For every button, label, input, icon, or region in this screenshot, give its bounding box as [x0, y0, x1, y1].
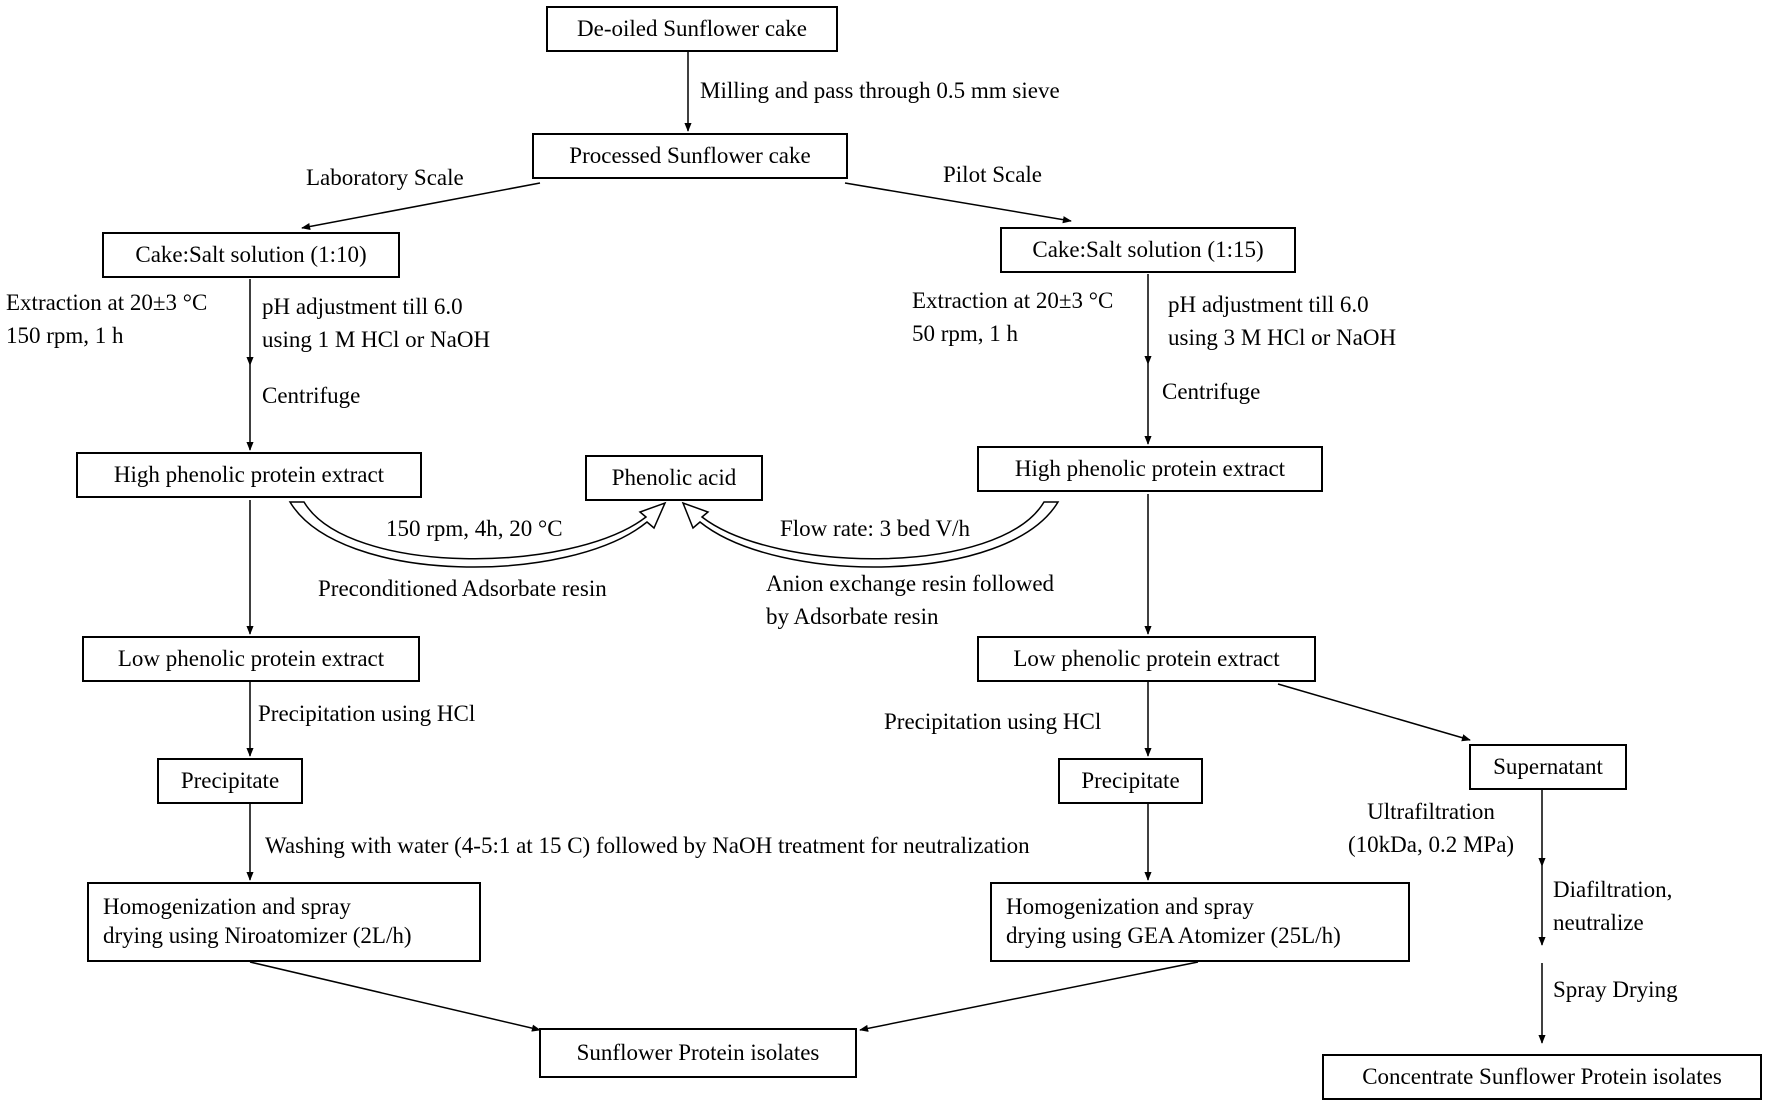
box-pilot-homogenization: Homogenization and spray drying using GE… — [990, 882, 1410, 962]
box-pilot-high-phenolic: High phenolic protein extract — [977, 446, 1323, 492]
label-lab-resin: Preconditioned Adsorbate resin — [318, 576, 607, 601]
box-lab-high-phenolic: High phenolic protein extract — [76, 452, 422, 498]
label-pilot-precipitation: Precipitation using HCl — [884, 709, 1102, 734]
arrow-lab-homog-to-spi — [249, 961, 541, 1032]
label-spray-drying: Spray Drying — [1553, 977, 1678, 1002]
box-supernatant: Supernatant — [1469, 744, 1627, 790]
box-processed-cake: Processed Sunflower cake — [532, 133, 848, 179]
label-pilot-ph-adjustment: pH adjustment till 6.0 using 3 M HCl or … — [1168, 292, 1397, 350]
box-pilot-low-phenolic: Low phenolic protein extract — [977, 636, 1316, 682]
label-milling: Milling and pass through 0.5 mm sieve — [700, 78, 1060, 103]
box-concentrate-protein-isolates: Concentrate Sunflower Protein isolates — [1322, 1054, 1762, 1100]
label-ultrafiltration: Ultrafiltration (10kDa, 0.2 MPa) — [1348, 799, 1515, 857]
label-lab-extraction: Extraction at 20±3 °C 150 rpm, 1 h — [6, 290, 208, 348]
arrow-processed-to-lab — [301, 182, 541, 231]
curved-arrow-lab-to-phenolic — [288, 501, 667, 568]
arrow-processed-to-pilot — [844, 182, 1072, 224]
label-pilot-resin: Anion exchange resin followed by Adsorba… — [766, 571, 1055, 629]
label-lab-centrifuge: Centrifuge — [262, 383, 361, 408]
box-pilot-precipitate: Precipitate — [1058, 758, 1203, 804]
box-phenolic-acid: Phenolic acid — [585, 455, 763, 501]
label-pilot-scale: Pilot Scale — [943, 162, 1043, 187]
label-pilot-flow-rate: Flow rate: 3 bed V/h — [780, 516, 970, 541]
curved-arrow-pilot-to-phenolic — [681, 501, 1060, 568]
box-deoiled-cake: De-oiled Sunflower cake — [546, 6, 838, 52]
label-laboratory-scale: Laboratory Scale — [306, 165, 464, 190]
box-sunflower-protein-isolates: Sunflower Protein isolates — [539, 1028, 857, 1078]
arrow-pilot-low-to-supernatant — [1277, 683, 1471, 742]
label-washing: Washing with water (4-5:1 at 15 C) follo… — [265, 833, 1030, 858]
box-lab-homogenization: Homogenization and spray drying using Ni… — [87, 882, 481, 962]
box-lab-salt-solution: Cake:Salt solution (1:10) — [102, 232, 400, 278]
box-lab-precipitate: Precipitate — [157, 758, 303, 804]
label-diafiltration: Diafiltration, neutralize — [1553, 877, 1673, 935]
label-pilot-extraction: Extraction at 20±3 °C 50 rpm, 1 h — [912, 288, 1114, 346]
label-lab-precipitation: Precipitation using HCl — [258, 701, 476, 726]
label-lab-ph-adjustment: pH adjustment till 6.0 using 1 M HCl or … — [262, 294, 491, 352]
label-pilot-centrifuge: Centrifuge — [1162, 379, 1261, 404]
box-pilot-salt-solution: Cake:Salt solution (1:15) — [1000, 227, 1296, 273]
arrow-pilot-homog-to-spi — [859, 961, 1199, 1032]
label-lab-adsorption-conditions: 150 rpm, 4h, 20 °C — [386, 516, 563, 541]
box-lab-low-phenolic: Low phenolic protein extract — [82, 636, 420, 682]
